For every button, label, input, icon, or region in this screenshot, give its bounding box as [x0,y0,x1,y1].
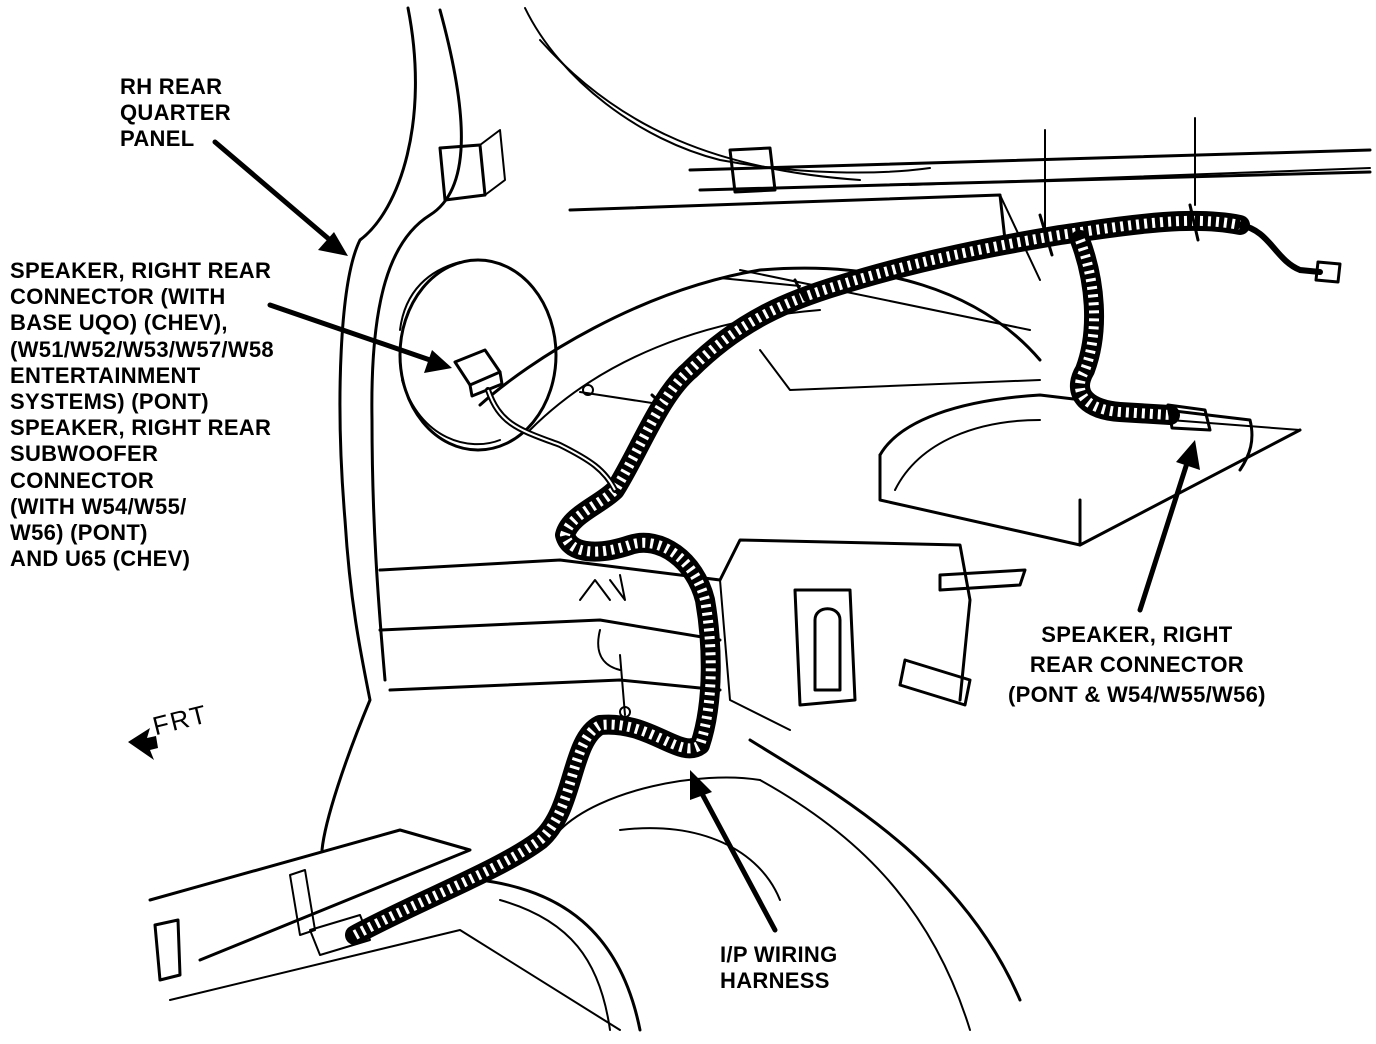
label-line: SPEAKER, RIGHT [1041,622,1233,647]
arrow-speaker-right-connector [1137,440,1200,613]
label-line: ENTERTAINMENT [10,362,201,388]
label-line: RH REAR [120,74,223,99]
arrow-harness [690,770,778,933]
label-line: SPEAKER, RIGHT REAR [10,258,272,283]
label-line: CONNECTOR [10,467,155,493]
label-speaker-right-rear-connector: SPEAKER, RIGHT REAR CONNECTOR (WITH BASE… [10,258,274,572]
label-line: BASE UQO) (CHEV), [10,310,228,336]
arrow-quarter-panel [212,139,348,256]
label-line: W56) (PONT) [10,520,148,546]
label-ip-wiring-harness: I/P WIRING HARNESS [720,942,838,994]
label-line: PANEL [120,126,195,151]
label-line: QUARTER [120,100,231,125]
label-line: REAR CONNECTOR [1029,652,1244,677]
label-speaker-right-rear-connector-pont: SPEAKER, RIGHT REAR CONNECTOR (PONT & W5… [1008,620,1266,710]
label-rh-rear-quarter-panel: RH REAR QUARTER PANEL [120,74,231,152]
label-line: CONNECTOR (WITH [10,284,226,310]
label-line: (W51/W52/W53/W57/W58 [10,336,274,362]
label-line: (PONT & W54/W55/W56) [1008,682,1266,707]
quarter-panel-outline [148,6,1372,1032]
ip-wiring-harness-drawing [345,203,1342,945]
label-line: SYSTEMS) (PONT) [10,389,209,415]
label-line: AND U65 (CHEV) [10,546,191,572]
arrow-speaker-left-connector [267,302,452,373]
label-line: SPEAKER, RIGHT REAR [10,415,272,441]
left-arrow-icon [128,728,158,760]
label-line: SUBWOOFER [10,441,159,467]
label-line: I/P WIRING [720,942,838,967]
label-line: (WITH W54/W55/ [10,493,187,519]
label-line: HARNESS [720,968,830,993]
